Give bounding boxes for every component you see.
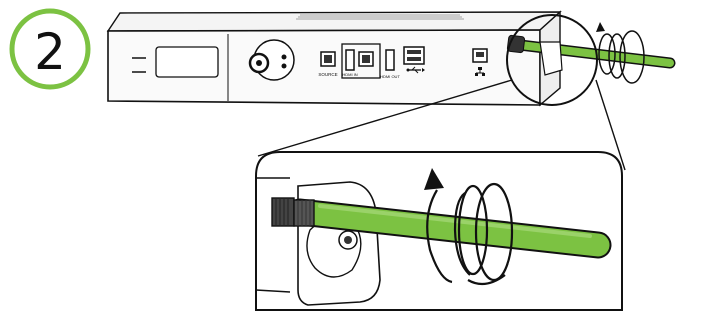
port-source: SOURCE [318, 52, 337, 77]
display-window [156, 47, 218, 77]
device-body: SOURCE HDMI IN HDMI OUT [108, 12, 560, 105]
port-label-hdmi-out: HDMI OUT [380, 74, 400, 79]
antenna-threaded-base [272, 198, 314, 226]
zoom-panel [256, 152, 622, 310]
step-badge: 2 [12, 11, 88, 87]
step-number: 2 [34, 23, 66, 81]
port-label-source: SOURCE [318, 72, 337, 77]
port-label-hdmi-in: HDMI IN [342, 72, 357, 77]
